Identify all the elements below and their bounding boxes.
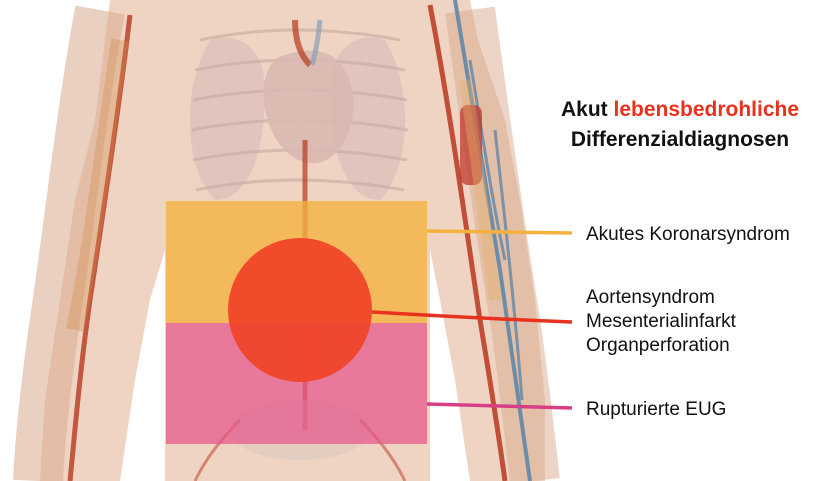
title-accent: lebensbedrohliche: [613, 98, 800, 121]
lungs: [189, 37, 406, 200]
heart: [263, 19, 354, 164]
central-abdomen-circle: [228, 238, 372, 382]
pointer-line-center: [371, 310, 573, 324]
pointer-line-upper: [426, 229, 573, 235]
title-prefix: Akut: [560, 98, 608, 121]
right-arm: [427, 0, 560, 481]
label-rupturierte-eug: Rupturierte EUG: [586, 399, 727, 420]
title-line-2: Differenzialdiagnosen: [570, 128, 790, 151]
pointer-line-lower: [426, 402, 573, 410]
left-arm: [13, 5, 133, 481]
label-organperforation: Organperforation: [586, 335, 730, 356]
label-mesenterialinfarkt: Mesenterialinfarkt: [586, 311, 736, 332]
label-aortensyndrom: Aortensyndrom: [586, 287, 715, 308]
title-line-1: Akut lebensbedrohliche: [510, 98, 839, 122]
label-koronarsyndrom: Akutes Koronarsyndrom: [586, 224, 790, 245]
